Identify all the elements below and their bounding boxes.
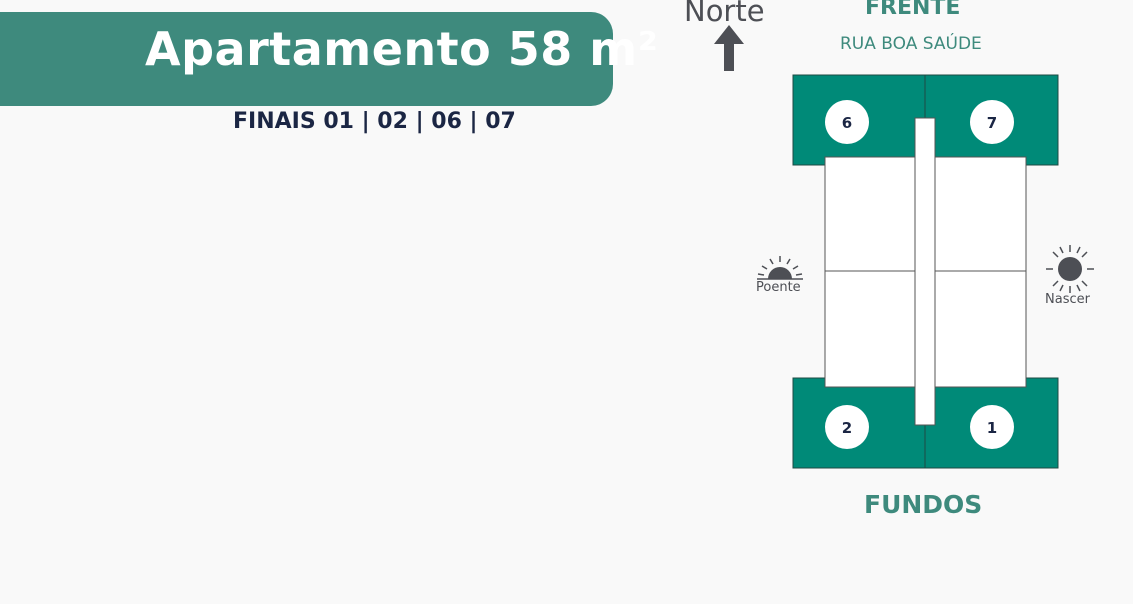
unit-marker-7 xyxy=(970,100,1014,144)
arrow-up-icon xyxy=(714,25,744,71)
front-label: FRENTE xyxy=(865,0,961,20)
central-corridor xyxy=(914,117,936,426)
unit-finals-subtitle: FINAIS 01 | 02 | 06 | 07 xyxy=(233,109,516,134)
page-title: Apartamento 58 m² xyxy=(145,22,659,76)
unit-marker-1 xyxy=(970,405,1014,449)
unit-number-1: 1 xyxy=(987,419,997,437)
north-label: Norte xyxy=(684,0,765,28)
unit-number-2: 2 xyxy=(842,419,852,437)
back-label: FUNDOS xyxy=(864,490,983,519)
sunset-label: Poente xyxy=(756,280,801,295)
unit-marker-6 xyxy=(825,100,869,144)
sunset-icon xyxy=(757,256,803,280)
unit-block-7 xyxy=(924,74,1059,166)
title-banner xyxy=(0,12,613,106)
sunrise-icon xyxy=(1046,245,1094,293)
sunrise-label: Nascer xyxy=(1045,292,1090,307)
unit-number-6: 6 xyxy=(842,114,852,132)
unit-number-7: 7 xyxy=(987,114,997,132)
street-label: RUA BOA SAÚDE xyxy=(840,34,982,54)
unit-marker-2 xyxy=(825,405,869,449)
